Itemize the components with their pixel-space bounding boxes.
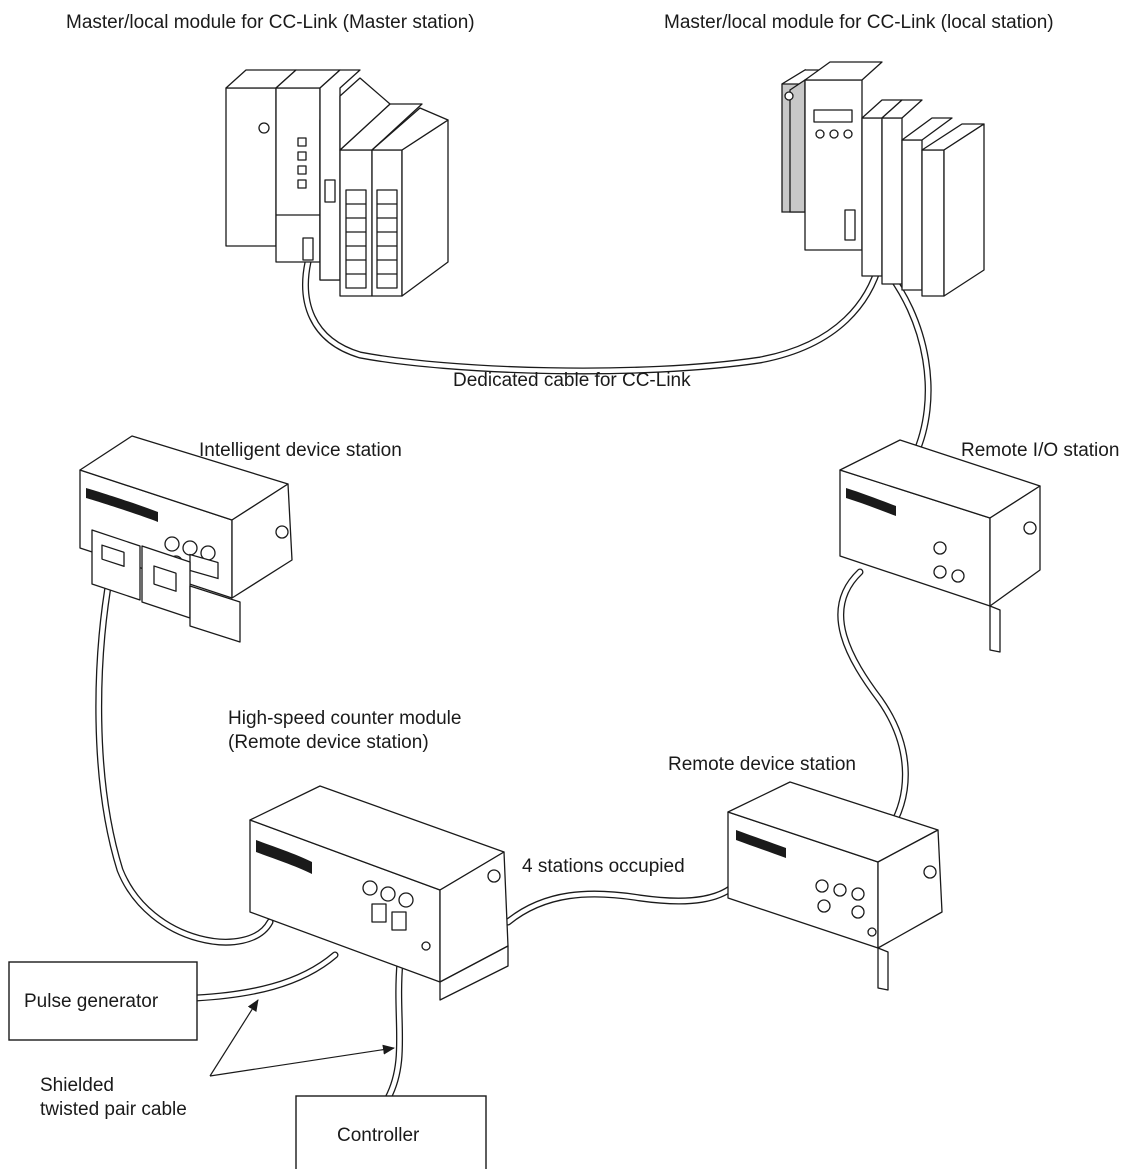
label-master-station: Master/local module for CC-Link (Master … xyxy=(66,12,475,33)
label-controller: Controller xyxy=(337,1125,420,1146)
label-dedicated-cable: Dedicated cable for CC-Link xyxy=(453,370,691,391)
high-speed-counter-module xyxy=(249,785,509,1001)
intelligent-device-station xyxy=(79,435,293,643)
remote-io-station xyxy=(839,439,1041,653)
label-hs-counter-line1: High-speed counter module xyxy=(228,708,461,729)
label-remote-io: Remote I/O station xyxy=(961,440,1119,461)
arrow-to-controller-cable xyxy=(209,1044,395,1077)
label-intelligent-device: Intelligent device station xyxy=(199,440,402,461)
label-shielded-line2: twisted pair cable xyxy=(40,1099,187,1120)
label-remote-device: Remote device station xyxy=(668,754,856,775)
pulse-generator-box xyxy=(8,961,198,1041)
master-station-plc xyxy=(225,69,449,297)
label-pulse-generator: Pulse generator xyxy=(24,991,159,1012)
shielded-cables xyxy=(192,951,404,1102)
label-shielded-line1: Shielded xyxy=(40,1075,114,1096)
local-station-plc xyxy=(781,61,985,297)
remote-device-station xyxy=(727,781,943,991)
arrow-to-pulse-cable xyxy=(209,999,259,1077)
controller-box xyxy=(295,1095,487,1174)
label-local-station: Master/local module for CC-Link (local s… xyxy=(664,12,1054,33)
label-stations-occupied: 4 stations occupied xyxy=(522,856,685,877)
label-hs-counter-line2: (Remote device station) xyxy=(228,732,429,753)
